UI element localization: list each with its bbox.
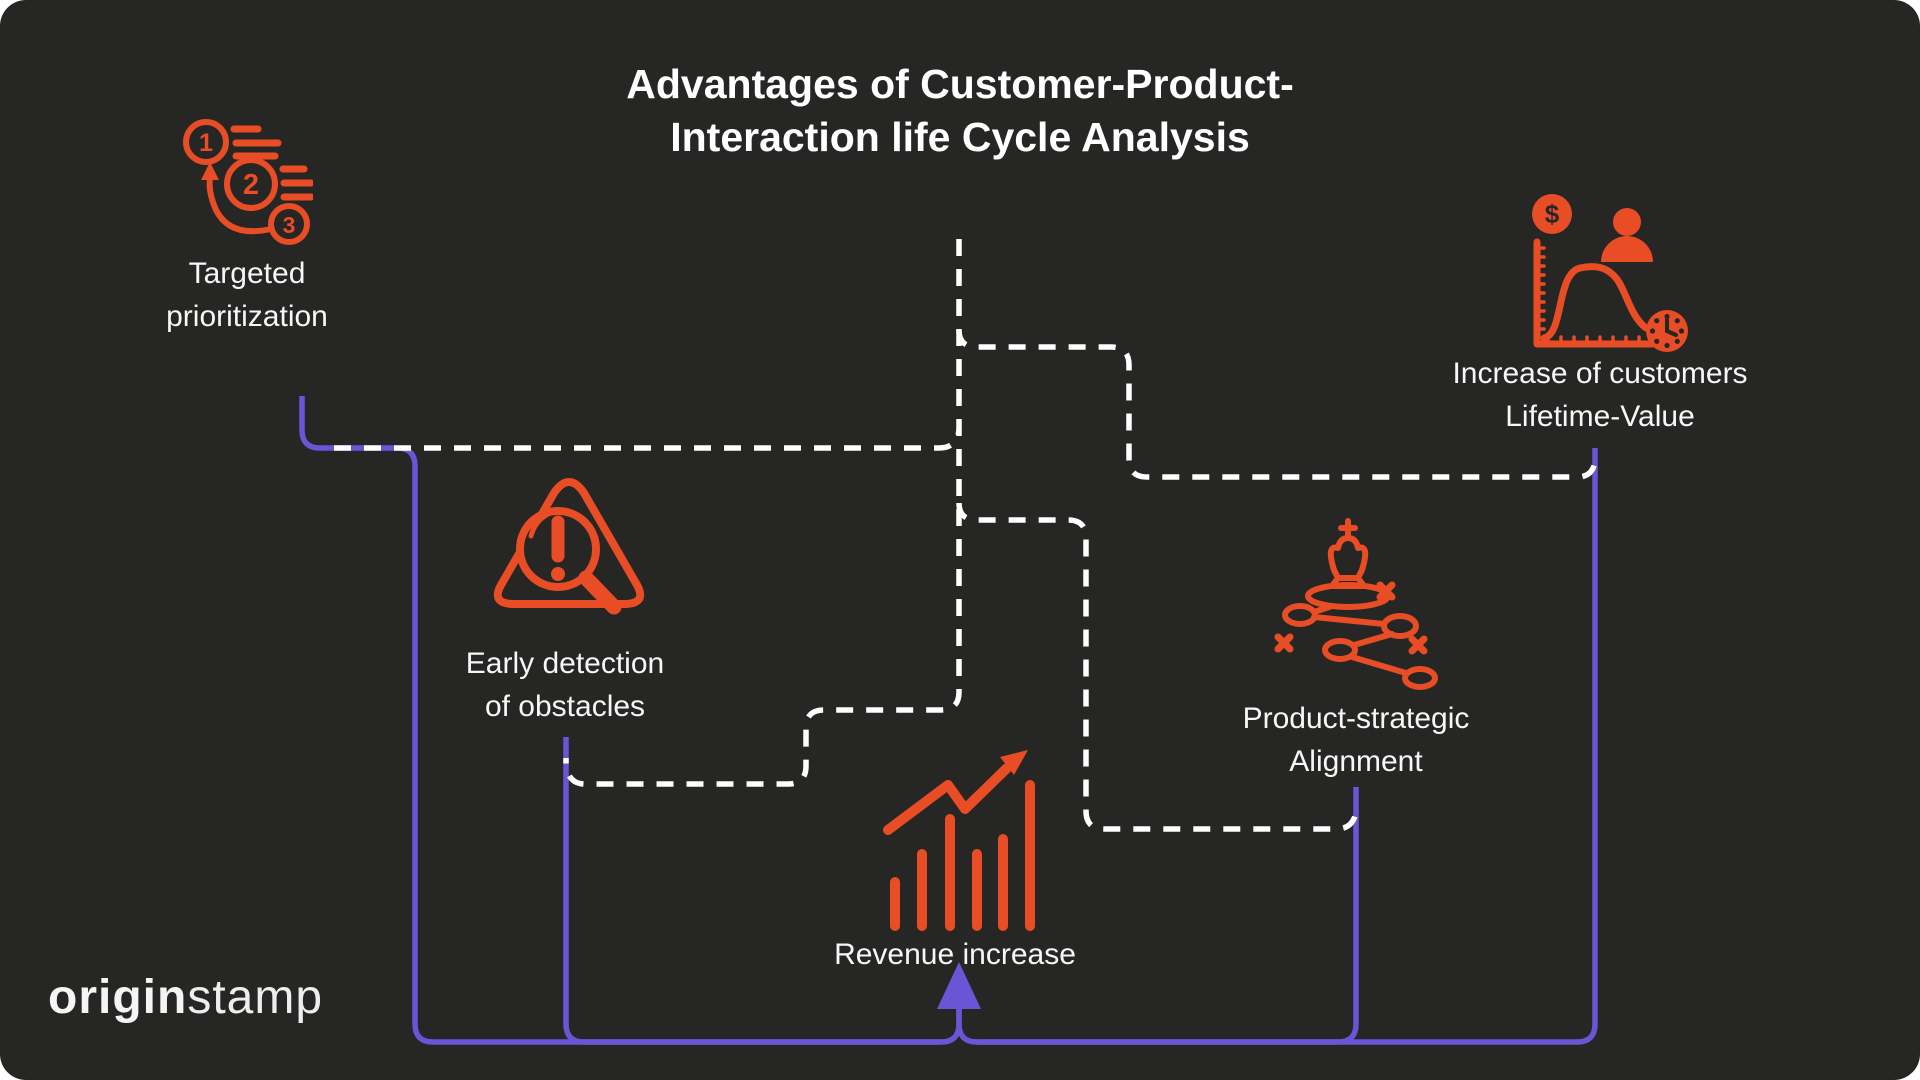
svg-text:1: 1 (199, 129, 213, 157)
svg-text:$: $ (1545, 199, 1560, 229)
dashed-trunk-and-early-branch (563, 239, 962, 787)
dashed-branch-ltv (956, 329, 1598, 480)
node-label-customer-lifetime-value: Increase of customers Lifetime-Value (1452, 357, 1748, 433)
originstamp-logo: originstamp (48, 970, 323, 1025)
growth-bar-chart-icon (883, 750, 1035, 931)
lifetime-value-chart-icon: $ (1532, 194, 1688, 352)
svg-text:2: 2 (243, 169, 259, 201)
node-label-product-strategic-alignment: Product-strategic Alignment (1242, 702, 1470, 778)
purple-flow-early (563, 737, 941, 1045)
node-label-targeted-prioritization: Targeted prioritization (166, 257, 328, 333)
dashed-branch-product (956, 502, 1359, 832)
chess-strategy-icon (1274, 518, 1438, 690)
numbered-priority-cycle-icon: 1 2 3 (183, 119, 313, 245)
logo-text-bold: origin (48, 971, 188, 1024)
page-title: Advantages of Customer-Product- Interact… (0, 58, 1920, 164)
page-title-line1: Advantages of Customer-Product- (626, 61, 1294, 107)
warning-magnifier-icon (493, 478, 645, 615)
purple-arrowhead-up (937, 962, 981, 1009)
page-title-line2: Interaction life Cycle Analysis (670, 114, 1250, 160)
logo-text-light: stamp (187, 971, 324, 1024)
dashed-branch-targeted (334, 429, 962, 451)
node-label-revenue-increase: Revenue increase (834, 938, 1076, 971)
svg-text:3: 3 (283, 212, 296, 238)
purple-flow-product (977, 787, 1359, 1045)
purple-flow-targeted (299, 396, 962, 1045)
node-label-early-detection: Early detection of obstacles (465, 647, 665, 723)
